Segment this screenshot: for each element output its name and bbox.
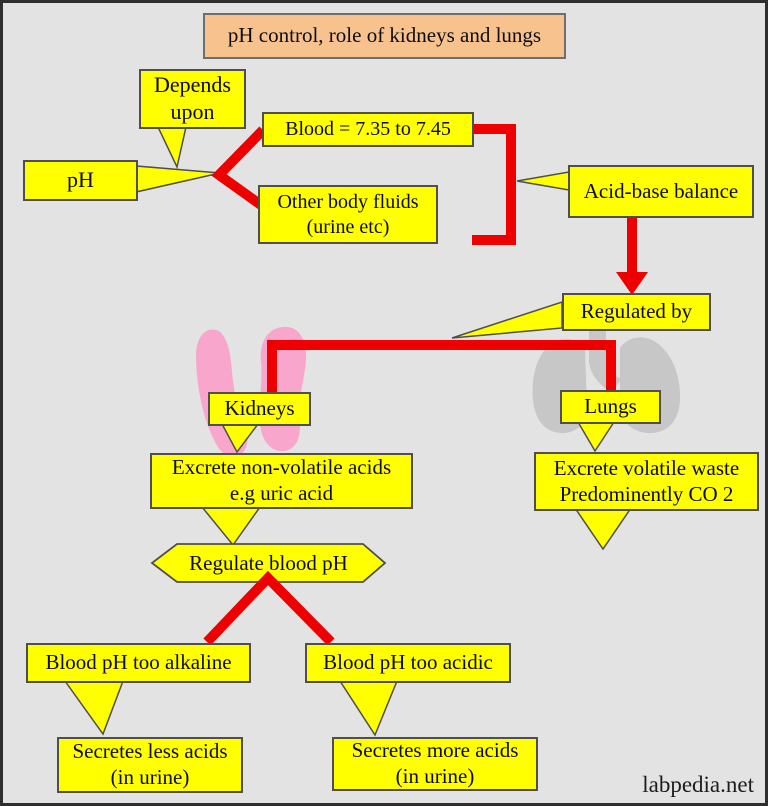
pointer-acid-base [516, 171, 570, 191]
node-lungs: Lungs [560, 390, 661, 424]
pointer-ph [135, 165, 221, 193]
node-text: pH [67, 167, 94, 193]
node-text: Regulated by [580, 299, 693, 324]
node-text: Blood pH too acidic [323, 650, 493, 675]
pointer-regulated-by [451, 300, 563, 339]
node-secretes-less: Secretes less acids (in urine) [57, 737, 243, 793]
pointer-acidic [338, 680, 399, 737]
node-text: Depends [154, 72, 231, 98]
node-secretes-more: Secretes more acids (in urine) [332, 737, 538, 791]
node-ph-alkaline: Blood pH too alkaline [26, 643, 251, 683]
pointer-excrete-nonvolatile [200, 506, 262, 547]
node-text: (in urine) [110, 765, 190, 789]
node-acid-base-balance: Acid-base balance [568, 165, 754, 218]
node-excrete-nonvolatile: Excrete non-volatile acids e.g uric acid [150, 453, 413, 509]
node-text: Acid-base balance [583, 178, 739, 203]
node-kidneys: Kidneys [208, 392, 311, 426]
node-text: Other body fluids [277, 191, 419, 214]
node-text: Excrete non-volatile acids [171, 455, 392, 480]
node-depends-upon: Depends upon [139, 69, 246, 129]
node-text: Regulate blood pH [189, 550, 348, 575]
red-branch-outcomes [203, 570, 335, 646]
node-excrete-volatile: Excrete volatile waste Predominently CO … [534, 452, 759, 511]
watermark: labpedia.net [642, 772, 754, 797]
node-text: Excrete volatile waste [553, 455, 740, 480]
node-text: Lungs [584, 394, 637, 419]
red-arrow-head [616, 272, 648, 295]
node-other-fluids: Other body fluids (urine etc) [258, 185, 438, 244]
page-title: pH control, role of kidneys and lungs [227, 23, 542, 48]
node-text: Blood = 7.35 to 7.45 [285, 118, 451, 141]
hexagon-regulate-shape [150, 543, 387, 583]
node-text: Predominently CO 2 [559, 481, 734, 506]
pointer-excrete-volatile [573, 507, 633, 551]
pointer-depends-upon [156, 126, 187, 170]
node-text: (urine etc) [306, 215, 390, 238]
red-branch-ph [211, 126, 267, 210]
node-text: Blood pH too alkaline [45, 650, 232, 675]
node-text: (in urine) [395, 764, 475, 788]
node-blood-range: Blood = 7.35 to 7.45 [262, 112, 474, 147]
title-box: pH control, role of kidneys and lungs [203, 13, 566, 59]
node-text: e.g uric acid [229, 481, 334, 505]
node-ph-acidic: Blood pH too acidic [305, 643, 511, 683]
node-text: Kidneys [224, 396, 295, 421]
red-bracket [472, 124, 516, 245]
node-regulate-blood-ph: Regulate blood pH [152, 544, 385, 583]
pointer-alkaline [63, 680, 125, 736]
node-text: upon [170, 99, 215, 124]
node-regulated-by: Regulated by [562, 293, 711, 331]
node-text: Secretes less acids [72, 739, 228, 764]
red-branch-organs [267, 340, 616, 393]
node-text: Secretes more acids [351, 738, 519, 763]
pointer-lungs [576, 421, 616, 453]
node-ph: pH [23, 160, 138, 201]
